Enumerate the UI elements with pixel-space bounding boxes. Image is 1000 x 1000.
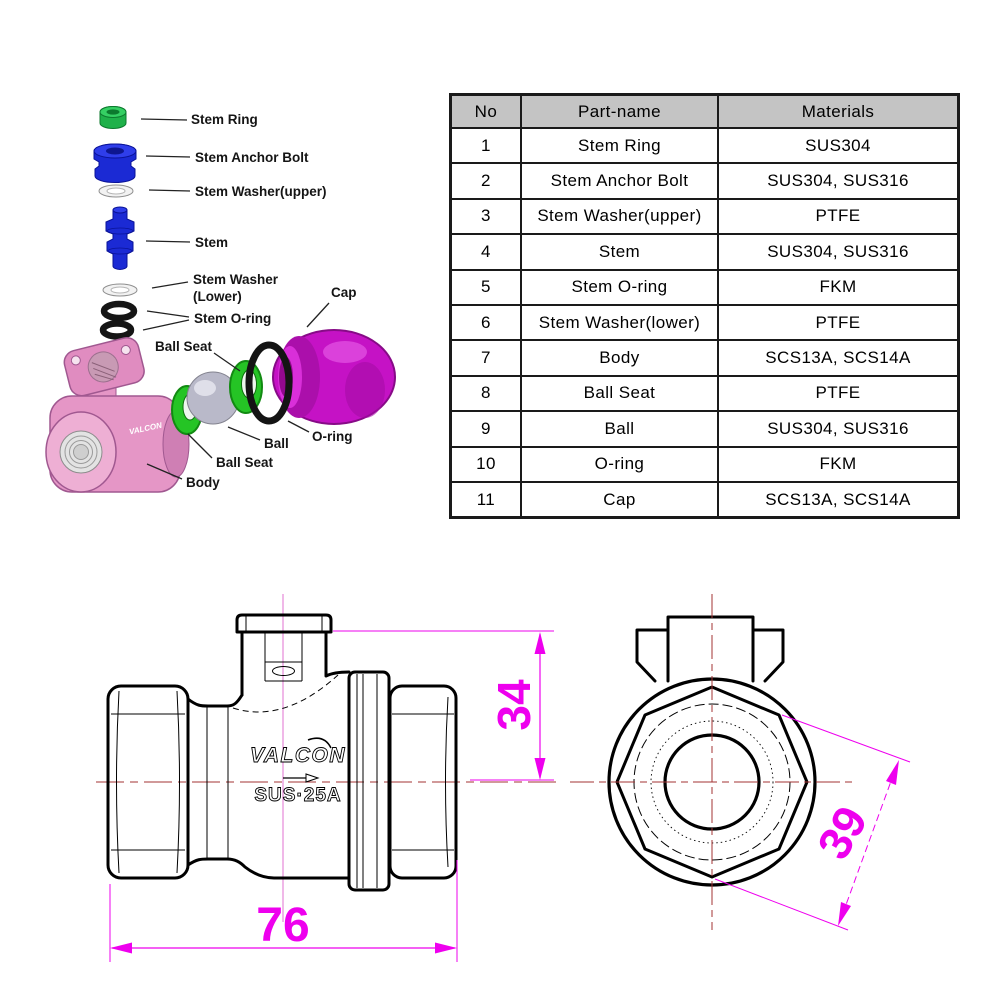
header-part-name: Part-name: [519, 93, 720, 129]
label-stem-washer-lower-2: (Lower): [193, 289, 242, 304]
label-ball-seat-lower: Ball Seat: [216, 455, 274, 470]
ball-part: [186, 371, 240, 425]
stem-ring-part: [99, 106, 127, 129]
o-ring-part: [245, 341, 293, 425]
stem-o-ring-part-1: [100, 300, 138, 322]
label-ball-seat-upper: Ball Seat: [155, 339, 213, 354]
dimension-length: 76: [109, 860, 458, 962]
header-materials: Materials: [717, 93, 960, 129]
label-o-ring: O-ring: [312, 429, 353, 444]
label-ball: Ball: [264, 436, 289, 451]
label-stem-anchor-bolt: Stem Anchor Bolt: [195, 150, 309, 165]
brand-marking: VALCON: [250, 744, 346, 767]
side-view-drawing: VALCON SUS·25A 34 76: [96, 594, 556, 962]
label-stem: Stem: [195, 235, 228, 250]
body-markings: VALCON SUS·25A: [249, 737, 346, 806]
left-hex-end: [106, 684, 190, 880]
exploded-view-diagram: VALCON: [45, 106, 396, 493]
right-hex-end: [388, 684, 458, 880]
body-part: VALCON: [45, 337, 190, 493]
right-flange: [347, 670, 391, 892]
dim-34-text: 34: [488, 679, 540, 731]
label-body: Body: [186, 475, 220, 490]
flow-arrow-icon: [283, 773, 320, 783]
table-header-row: No Part-name Materials: [449, 93, 960, 129]
dim-76-text: 76: [256, 899, 309, 952]
stem-housing: [235, 613, 333, 682]
stem-part: [105, 206, 135, 270]
end-view-drawing: 39: [570, 594, 911, 931]
stem-o-ring-part-2: [99, 320, 135, 340]
dimension-height: 34: [333, 630, 554, 781]
leader-lines: [140, 118, 330, 480]
stem-washer-upper-part: [98, 184, 134, 198]
label-stem-o-ring: Stem O-ring: [194, 311, 271, 326]
stem-anchor-bolt-part: [93, 143, 137, 183]
label-stem-ring: Stem Ring: [191, 112, 258, 127]
dim-39-text: 39: [807, 797, 878, 867]
end-view-stem: [635, 615, 785, 683]
label-stem-washer-lower-1: Stem Washer: [193, 272, 279, 287]
label-stem-washer-upper: Stem Washer(upper): [195, 184, 327, 199]
part-labels: Stem Ring Stem Anchor Bolt Stem Washer(u…: [155, 112, 357, 490]
header-no: No: [449, 93, 522, 129]
valve-body-outline: [186, 630, 351, 880]
size-marking: SUS·25A: [254, 785, 341, 806]
label-cap: Cap: [331, 285, 357, 300]
brand-swoosh: [307, 737, 332, 749]
stem-washer-lower-part: [102, 283, 138, 297]
